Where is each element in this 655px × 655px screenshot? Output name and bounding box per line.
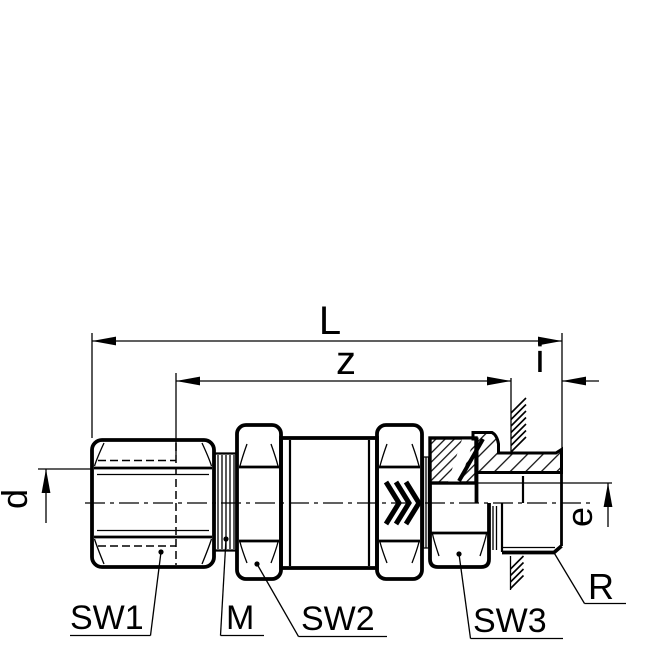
corner-arc — [479, 533, 488, 557]
callout-sw3: SW3 — [456, 551, 563, 640]
corner-arc — [411, 541, 420, 564]
leader-line — [219, 538, 227, 636]
relief-groove-lines — [492, 506, 498, 550]
sectioned-stud-body — [471, 431, 563, 474]
leader-line — [552, 550, 586, 604]
dimension-L: L — [91, 299, 563, 473]
wall-hatch — [509, 555, 525, 590]
callout-sw2-label: SW2 — [301, 600, 375, 638]
dim-e-label: e — [559, 507, 600, 527]
chevron — [403, 480, 422, 526]
part-body-hex-sw2 — [235, 423, 283, 581]
callout-m-label: M — [226, 599, 254, 637]
part-nut-sw3-section — [428, 436, 485, 485]
callout-sw1: SW1 — [70, 549, 164, 637]
dimension-i: i — [536, 337, 599, 386]
nut-outline — [90, 438, 216, 569]
corner-arc — [201, 442, 213, 467]
corner-arc — [411, 443, 420, 467]
callout-m: M — [219, 536, 264, 637]
corner-arc — [431, 533, 440, 557]
callout-sw2: SW2 — [254, 561, 387, 638]
part-union-nut-sw1 — [90, 438, 216, 569]
corner-arc — [379, 541, 388, 564]
hex-outline — [428, 483, 491, 569]
chevron — [383, 480, 402, 526]
leader-line — [458, 553, 472, 639]
leader-line — [256, 563, 300, 637]
corner-arc — [239, 541, 248, 564]
corner-arc — [270, 443, 279, 467]
arrowhead-right-icon — [487, 376, 511, 386]
clearance-gap — [448, 439, 474, 482]
dimension-e: e — [476, 482, 613, 527]
body-step-lines — [288, 440, 371, 566]
arrowhead-icon — [562, 376, 586, 386]
dim-d-label: d — [0, 489, 35, 509]
hex-outline — [375, 423, 424, 581]
dim-i-label: i — [536, 337, 545, 381]
corner-arc — [201, 538, 213, 565]
dimension-z: z — [175, 339, 511, 455]
corner-arc — [239, 443, 248, 467]
corner-arc — [270, 541, 279, 564]
corner-arc — [93, 538, 105, 565]
arrowhead-up-icon — [603, 483, 613, 507]
callout-r-label: R — [588, 566, 614, 607]
arrowhead-up-icon — [41, 469, 51, 493]
part-outlet-hex — [375, 423, 424, 581]
leader-line — [149, 551, 162, 636]
chevron — [393, 480, 412, 526]
dim-L-label: L — [319, 299, 341, 343]
callout-sw1-label: SW1 — [70, 599, 144, 637]
dim-z-label: z — [336, 339, 356, 383]
part-thread-m — [214, 452, 237, 552]
callout-r: R — [552, 550, 626, 607]
wall-section-upper — [510, 378, 527, 453]
arrowhead-left-icon — [92, 336, 116, 346]
wall-hatch — [510, 397, 527, 453]
part-stud-body-section — [471, 431, 563, 503]
thread-lines — [217, 455, 235, 549]
part-nut-sw3-exterior — [428, 483, 491, 569]
dimension-d: d — [0, 468, 92, 523]
arrowhead-right-icon — [538, 336, 562, 346]
corner-arc — [93, 442, 105, 467]
flow-direction-icon — [383, 480, 422, 526]
corner-arc — [379, 443, 388, 467]
arrowhead-left-icon — [176, 376, 200, 386]
wall-section-lower — [509, 555, 525, 590]
callout-sw3-label: SW3 — [473, 602, 547, 640]
